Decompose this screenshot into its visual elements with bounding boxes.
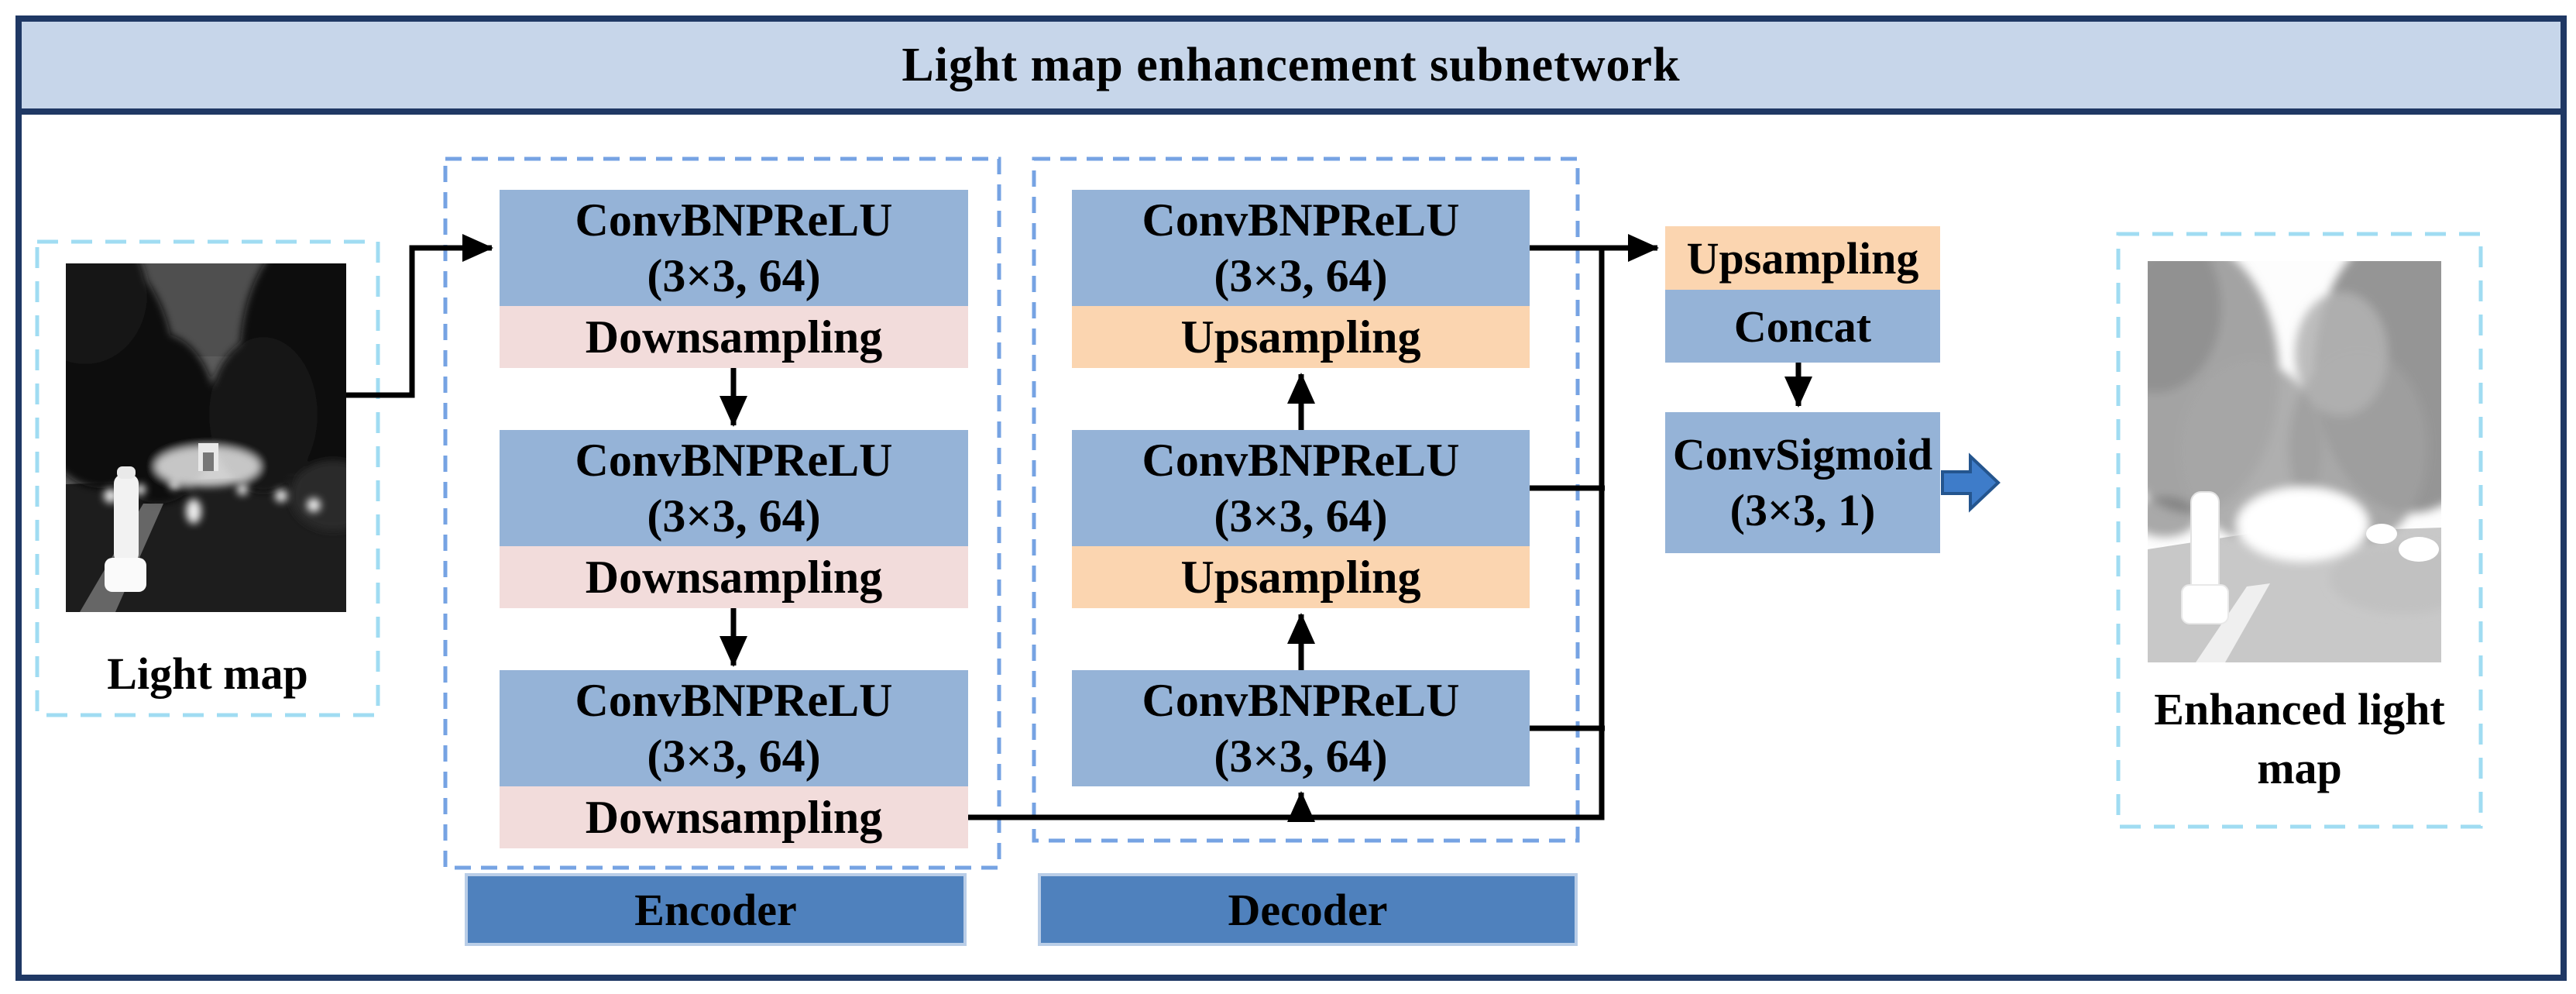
block-label: ConvBNPReLU <box>1142 675 1460 726</box>
op-label: Upsampling <box>1180 311 1421 363</box>
block-params: (3×3, 64) <box>1214 490 1388 542</box>
op-label: Downsampling <box>585 552 883 603</box>
block-label: ConvBNPReLU <box>1142 194 1460 246</box>
op-label: Downsampling <box>585 311 883 363</box>
light-map-label: Light map <box>107 648 308 699</box>
encoder-conv-block-2: ConvBNPReLU (3×3, 64) <box>500 430 968 546</box>
head-concat-block: Concat <box>1665 290 1940 363</box>
block-params: (3×3, 64) <box>647 731 821 782</box>
decoder-upsampling-2: Upsampling <box>1072 546 1530 608</box>
decoder-upsampling-1: Upsampling <box>1072 306 1530 368</box>
block-params: (3×3, 64) <box>647 250 821 301</box>
decoder-conv-block-2: ConvBNPReLU (3×3, 64) <box>1072 430 1530 546</box>
encoder-downsampling-2: Downsampling <box>500 546 968 608</box>
page-title: Light map enhancement subnetwork <box>902 39 1681 91</box>
light-map-photo <box>66 263 346 612</box>
head-convsigmoid-block: ConvSigmoid (3×3, 1) <box>1665 412 1940 553</box>
op-label: Downsampling <box>585 792 883 843</box>
encoder-downsampling-3: Downsampling <box>500 786 968 848</box>
op-label: Upsampling <box>1180 552 1421 603</box>
encoder-conv-block-3: ConvBNPReLU (3×3, 64) <box>500 670 968 786</box>
encoder-label-bar: Encoder <box>465 873 967 946</box>
title-bar: Light map enhancement subnetwork <box>22 22 2561 115</box>
label-line-2: map <box>2257 743 2342 793</box>
op-label: Concat <box>1733 301 1872 352</box>
head-upsampling-block: Upsampling <box>1665 226 1940 290</box>
block-params: (3×3, 64) <box>1214 250 1388 301</box>
block-params: (3×3, 64) <box>647 490 821 542</box>
block-label: ConvSigmoid <box>1672 429 1933 480</box>
op-label: Upsampling <box>1686 232 1919 284</box>
block-label: ConvBNPReLU <box>575 194 893 246</box>
decoder-label: Decoder <box>1228 884 1388 935</box>
encoder-downsampling-1: Downsampling <box>500 306 968 368</box>
decoder-label-bar: Decoder <box>1038 873 1578 946</box>
enhanced-light-map-photo <box>2148 261 2441 662</box>
decoder-conv-block-1: ConvBNPReLU (3×3, 64) <box>1072 190 1530 306</box>
encoder-label: Encoder <box>634 884 797 935</box>
block-label: ConvBNPReLU <box>575 435 893 486</box>
enhanced-light-map-label: Enhanced light map <box>2118 680 2481 798</box>
block-label: ConvBNPReLU <box>575 675 893 726</box>
label-line-1: Enhanced light <box>2154 684 2445 734</box>
outer-frame: Light map enhancement subnetwork <box>15 15 2567 981</box>
encoder-conv-block-1: ConvBNPReLU (3×3, 64) <box>500 190 968 306</box>
block-params: (3×3, 1) <box>1729 485 1876 535</box>
block-params: (3×3, 64) <box>1214 731 1388 782</box>
decoder-conv-block-3: ConvBNPReLU (3×3, 64) <box>1072 670 1530 786</box>
block-label: ConvBNPReLU <box>1142 435 1460 486</box>
